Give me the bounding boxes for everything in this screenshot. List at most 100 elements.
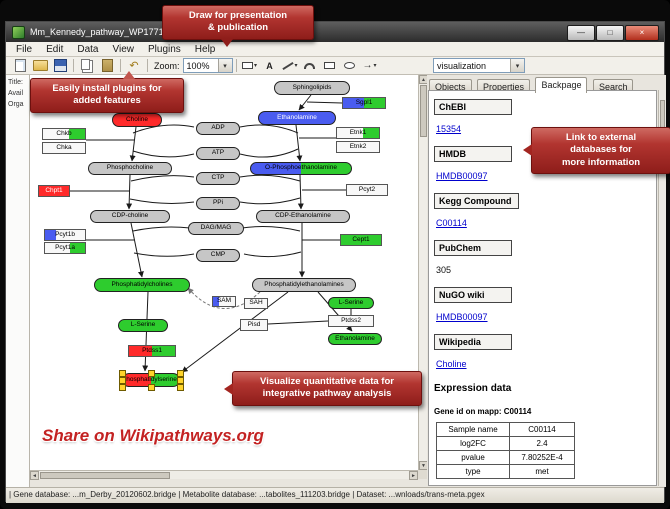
tab-objects[interactable]: Objects xyxy=(429,79,472,93)
pathway-node-sphingolipids[interactable]: Sphingolipids xyxy=(274,81,350,95)
tab-backpage[interactable]: Backpage xyxy=(535,77,588,93)
pathway-node-pcyt2[interactable]: Pcyt2 xyxy=(346,184,388,196)
pathway-node-chka[interactable]: Chka xyxy=(42,142,86,154)
datanode-tool-button[interactable]: ▾ xyxy=(241,58,259,74)
title-bar: Mm_Kennedy_pathway_WP1771_45176.gpml — □… xyxy=(6,22,664,42)
chebi-link[interactable]: 15354 xyxy=(436,124,462,134)
save-button[interactable] xyxy=(51,58,69,74)
menu-plugins[interactable]: Plugins xyxy=(147,43,181,55)
tab-search[interactable]: Search xyxy=(592,79,634,93)
canvas-horizontal-scrollbar[interactable]: ◄ ► xyxy=(30,470,418,480)
pathway-node-o-phosphoethanolamine[interactable]: O-Phosphoethanolamine xyxy=(250,162,352,175)
maximize-button[interactable]: □ xyxy=(596,25,624,41)
pathway-node-ctp[interactable]: CTP xyxy=(196,172,240,185)
pathway-node-cmp[interactable]: CMP xyxy=(196,249,240,262)
pathway-node-ptdss1[interactable]: Ptdss1 xyxy=(128,345,176,357)
nugo-section-header: NuGO wiki xyxy=(434,287,512,303)
selection-handle[interactable] xyxy=(148,370,155,377)
pathway-node-phosphatidylcholines[interactable]: Phosphatidylcholines xyxy=(94,278,190,292)
zoom-combobox[interactable]: 100% ▾ xyxy=(182,58,233,73)
pathway-node-chkb[interactable]: Chkb xyxy=(42,128,86,140)
pathway-edges xyxy=(70,94,353,373)
pathway-node-pcyt1b[interactable]: Pcyt1b xyxy=(44,229,86,241)
label-tool-button[interactable]: A xyxy=(261,58,279,74)
scroll-left-button[interactable]: ◄ xyxy=(30,471,39,480)
pathway-node-etnk2[interactable]: Etnk2 xyxy=(336,141,380,153)
arc-tool-button[interactable] xyxy=(301,58,319,74)
zoom-label: Zoom: xyxy=(154,60,180,71)
pathway-node-pcyt1a[interactable]: Pcyt1a xyxy=(44,242,86,254)
selection-handle[interactable] xyxy=(177,377,184,384)
pathway-node-cdp-ethanolamine[interactable]: CDP-Ethanolamine xyxy=(256,210,350,223)
pathway-node-phosphocholine[interactable]: Phosphocholine xyxy=(88,162,172,175)
undo-button[interactable]: ↶ xyxy=(125,58,143,74)
pathway-node-ppi[interactable]: PPi xyxy=(196,197,240,210)
tab-properties[interactable]: Properties xyxy=(476,79,530,93)
pathway-node-phosphatidylethanolamines[interactable]: Phosphatidylethanolamines xyxy=(252,278,356,292)
menu-edit[interactable]: Edit xyxy=(46,43,64,55)
gene-id-line: Gene id on mapp: C00114 xyxy=(434,407,532,416)
pathway-node-atp[interactable]: ATP xyxy=(196,147,240,160)
paste-button[interactable] xyxy=(98,58,116,74)
new-button[interactable] xyxy=(11,58,29,74)
side-panel: Objects Properties Backpage Search Legen… xyxy=(427,75,666,487)
pathway-node-adp[interactable]: ADP xyxy=(196,122,240,135)
line-tool-button[interactable]: ▾ xyxy=(281,58,299,74)
callout-pointer xyxy=(221,38,233,47)
pathway-node-etnk1[interactable]: Etnk1 xyxy=(336,127,380,139)
info-line-availability: Avail xyxy=(8,90,24,97)
selection-handle[interactable] xyxy=(119,377,126,384)
selection-handle[interactable] xyxy=(119,370,126,377)
horizontal-scrollbar-thumb[interactable] xyxy=(40,472,170,479)
canvas-vertical-scrollbar[interactable]: ▲ ▼ xyxy=(418,75,428,470)
pathway-node-sam[interactable]: SAM xyxy=(212,296,236,307)
kegg-link[interactable]: C00114 xyxy=(436,218,467,228)
status-bar: | Gene database: ...m_Derby_20120602.bri… xyxy=(6,487,664,503)
pathway-node-chpt1[interactable]: Chpt1 xyxy=(38,185,70,197)
pathway-node-l-serine-left[interactable]: L-Serine xyxy=(118,319,168,332)
callout-external-databases: Link to external databases for more info… xyxy=(523,127,670,175)
pathway-node-cept1[interactable]: Cept1 xyxy=(340,234,382,246)
pathway-node-dag-mag[interactable]: DAG/MAG xyxy=(188,222,244,235)
close-button[interactable]: × xyxy=(625,25,659,41)
pathway-edge xyxy=(239,124,299,134)
zoom-value: 100% xyxy=(186,60,210,71)
pathway-node-ethanolamine-bottom[interactable]: Ethanolamine xyxy=(328,333,382,345)
selection-handle[interactable] xyxy=(119,384,126,391)
callout-line: Draw for presentation xyxy=(188,10,288,21)
menu-help[interactable]: Help xyxy=(194,43,216,55)
pathway-node-pisd[interactable]: Pisd xyxy=(240,319,268,331)
copy-button[interactable] xyxy=(78,58,96,74)
pathway-node-cdp-choline[interactable]: CDP-choline xyxy=(90,210,170,223)
menu-data[interactable]: Data xyxy=(77,43,99,55)
selection-handle[interactable] xyxy=(177,384,184,391)
pathway-node-ptdss2[interactable]: Ptdss2 xyxy=(328,315,374,327)
visualization-combobox[interactable]: visualization ▾ xyxy=(433,58,525,73)
wikipedia-link[interactable]: Choline xyxy=(436,359,467,369)
minimize-button[interactable]: — xyxy=(567,25,595,41)
pathway-node-choline[interactable]: Choline xyxy=(112,113,162,127)
selection-handle[interactable] xyxy=(148,384,155,391)
pathway-node-l-serine-right[interactable]: L-Serine xyxy=(328,297,374,309)
pathway-node-sah[interactable]: SAH xyxy=(244,298,268,309)
arrow-tool-button[interactable]: →▾ xyxy=(361,58,379,74)
pathway-edge xyxy=(133,252,195,257)
vertical-scrollbar-thumb[interactable] xyxy=(420,85,427,137)
pathway-edge xyxy=(129,198,195,204)
rectangle-tool-button[interactable] xyxy=(321,58,339,74)
pathway-node-sgpl1[interactable]: Sgpl1 xyxy=(342,97,386,109)
selection-handle[interactable] xyxy=(177,370,184,377)
hmdb-link[interactable]: HMDB00097 xyxy=(436,171,488,181)
pathway-edge xyxy=(130,175,195,182)
open-button[interactable] xyxy=(31,58,49,74)
nugo-link[interactable]: HMDB00097 xyxy=(436,312,488,322)
menu-file[interactable]: File xyxy=(16,43,33,55)
pathway-node-ethanolamine-top[interactable]: Ethanolamine xyxy=(258,111,336,125)
oval-tool-button[interactable] xyxy=(341,58,359,74)
menu-view[interactable]: View xyxy=(112,43,134,55)
app-window: Mm_Kennedy_pathway_WP1771_45176.gpml — □… xyxy=(5,21,666,503)
oval-icon xyxy=(344,62,356,69)
scroll-right-button[interactable]: ► xyxy=(409,471,418,480)
